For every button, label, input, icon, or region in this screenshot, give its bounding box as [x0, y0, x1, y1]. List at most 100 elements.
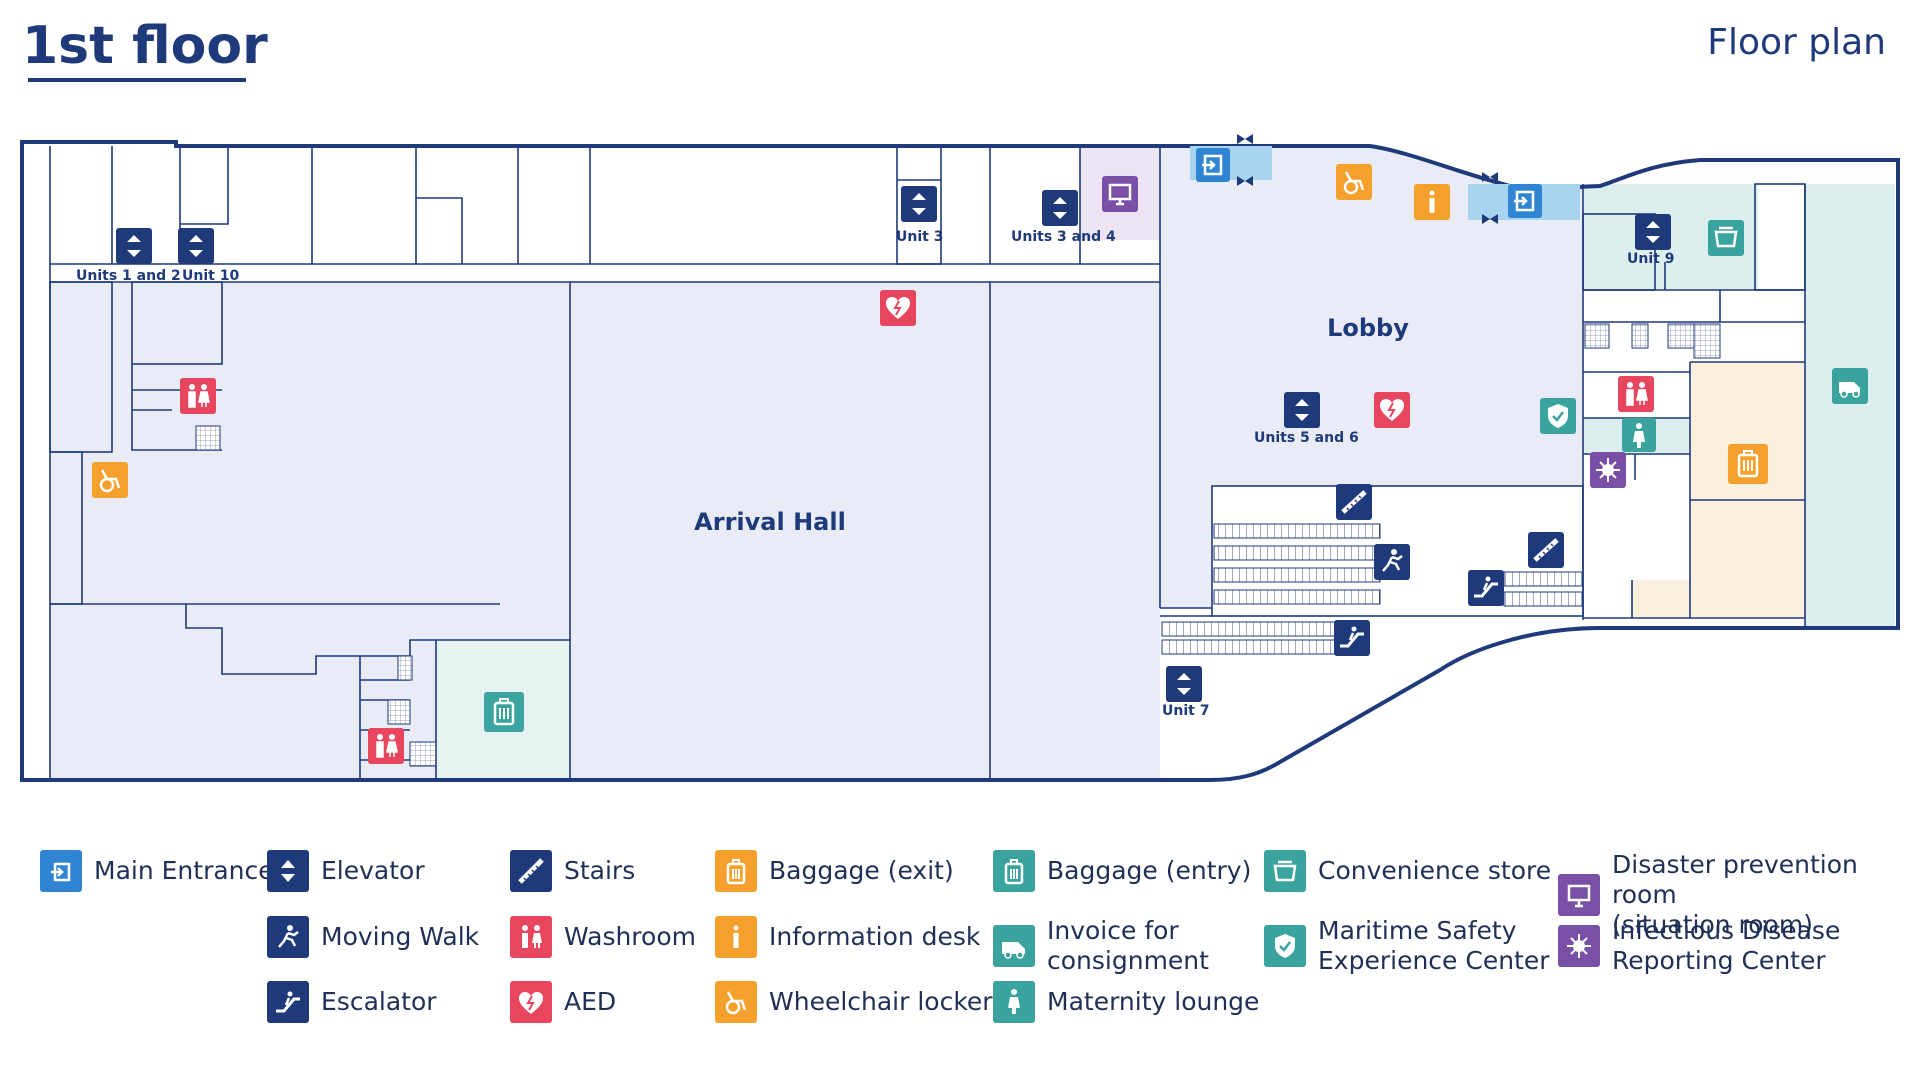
main-entrance-icon	[1508, 184, 1542, 218]
aed-icon	[1374, 392, 1410, 428]
legend-item-infectious-disease: Infectious Disease Reporting Center	[1558, 916, 1840, 976]
legend-label: Stairs	[564, 856, 636, 885]
invoice-consignment-icon	[1832, 368, 1868, 404]
escalator-icon	[1334, 620, 1370, 656]
escalator-icon	[267, 981, 309, 1023]
page-subtitle: Floor plan	[1707, 22, 1886, 63]
baggage-entry-icon	[484, 692, 524, 732]
elevator-icon	[1042, 190, 1078, 226]
page-title: 1st floor	[22, 16, 268, 76]
main-entrance-icon	[40, 850, 82, 892]
moving-walk-icon	[267, 916, 309, 958]
elevator-icon	[1166, 666, 1202, 702]
legend-label: Convenience store	[1318, 856, 1552, 885]
wheelchair-locker-icon	[1336, 164, 1372, 200]
restroom-grid-blocks	[195, 323, 1721, 767]
aed-icon	[880, 290, 916, 326]
unit-label: Units 5 and 6	[1254, 430, 1359, 446]
infectious-disease-icon	[1590, 452, 1626, 488]
unit-label: Unit 10	[182, 268, 239, 284]
legend-label: Baggage (entry)	[1047, 856, 1252, 885]
elevator-icon	[116, 228, 152, 264]
elevator-icon	[1284, 392, 1320, 428]
information-desk-icon	[715, 916, 757, 958]
legend-item-convenience-store: Convenience store	[1264, 850, 1551, 892]
lobby-area	[1160, 146, 1583, 608]
elevator-icon	[901, 186, 937, 222]
baggage-exit-area	[1690, 362, 1805, 618]
wheelchair-locker-icon	[715, 981, 757, 1023]
disaster-prevention-icon	[1102, 176, 1138, 212]
legend-item-stairs: Stairs	[510, 850, 635, 892]
washroom-icon	[1618, 376, 1654, 412]
stairs-icon	[1336, 484, 1372, 520]
legend-label: Elevator	[321, 856, 425, 885]
legend-item-escalator: Escalator	[267, 981, 437, 1023]
room-label-lobby: Lobby	[1327, 314, 1409, 342]
unit-label: Unit 9	[1627, 251, 1674, 267]
legend-item-main-entrance: Main Entrance	[40, 850, 274, 892]
stairs-icon	[510, 850, 552, 892]
aed-icon	[510, 981, 552, 1023]
information-desk-icon	[1414, 184, 1450, 220]
stairs-icon	[1528, 532, 1564, 568]
legend-item-wheelchair-locker: Wheelchair locker	[715, 981, 993, 1023]
legend-label: Infectious Disease Reporting Center	[1612, 916, 1841, 975]
legend-label: Maritime Safety Experience Center	[1318, 916, 1550, 975]
main-entrance-icon	[1196, 148, 1230, 182]
legend-label: Maternity lounge	[1047, 987, 1260, 1016]
washroom-icon	[368, 728, 404, 764]
legend-item-washroom: Washroom	[510, 916, 696, 958]
outer-wall	[20, 140, 1900, 782]
maternity-lounge-icon	[1622, 418, 1656, 452]
legend-label: Escalator	[321, 987, 437, 1016]
baggage-exit-area-lower	[1632, 580, 1692, 618]
unit-label: Units 1 and 2	[76, 268, 181, 284]
unit-label: Unit 7	[1162, 703, 1209, 719]
disaster-prevention-icon	[1558, 874, 1600, 916]
legend-label: Moving Walk	[321, 922, 480, 951]
elevator-icon	[178, 228, 214, 264]
escalator-banks	[1161, 523, 1583, 655]
baggage-exit-icon	[715, 850, 757, 892]
room-label-arrival-hall: Arrival Hall	[694, 508, 846, 536]
legend-label: Invoice for consignment	[1047, 916, 1209, 975]
legend-item-aed: AED	[510, 981, 616, 1023]
legend-label: Washroom	[564, 922, 696, 951]
title-underline	[28, 78, 246, 82]
legend-label: Main Entrance	[94, 856, 274, 885]
maritime-safety-icon	[1540, 398, 1576, 434]
unit-label: Unit 3	[896, 229, 943, 245]
baggage-exit-icon	[1728, 444, 1768, 484]
maritime-safety-icon	[1264, 925, 1306, 967]
wheelchair-locker-icon	[92, 462, 128, 498]
maternity-lounge-icon	[993, 981, 1035, 1023]
map-icons	[92, 148, 1868, 764]
legend-item-invoice-consignment: Invoice for consignment	[993, 916, 1209, 976]
legend-item-baggage-exit: Baggage (exit)	[715, 850, 954, 892]
legend-item-disaster-prevention: Disaster prevention room (situation room…	[1558, 850, 1920, 940]
moving-walk-icon	[1374, 544, 1410, 580]
washroom-icon	[510, 916, 552, 958]
washroom-icon	[180, 378, 216, 414]
convenience-store-icon	[1708, 220, 1744, 256]
legend-item-baggage-entry: Baggage (entry)	[993, 850, 1251, 892]
legend-item-elevator: Elevator	[267, 850, 425, 892]
legend-label: Information desk	[769, 922, 981, 951]
elevator-icon	[1635, 214, 1671, 250]
unit-label: Units 3 and 4	[1011, 229, 1116, 245]
legend-item-moving-walk: Moving Walk	[267, 916, 479, 958]
elevator-icon	[267, 850, 309, 892]
convenience-store-icon	[1264, 850, 1306, 892]
middle-hall-area	[990, 282, 1160, 780]
legend-item-information-desk: Information desk	[715, 916, 980, 958]
infectious-disease-icon	[1558, 925, 1600, 967]
baggage-entry-icon	[993, 850, 1035, 892]
legend-item-maternity-lounge: Maternity lounge	[993, 981, 1259, 1023]
arrival-hall-area	[570, 282, 990, 780]
invoice-consignment-icon	[993, 925, 1035, 967]
legend-label: Baggage (exit)	[769, 856, 954, 885]
legend-item-maritime-safety: Maritime Safety Experience Center	[1264, 916, 1550, 976]
